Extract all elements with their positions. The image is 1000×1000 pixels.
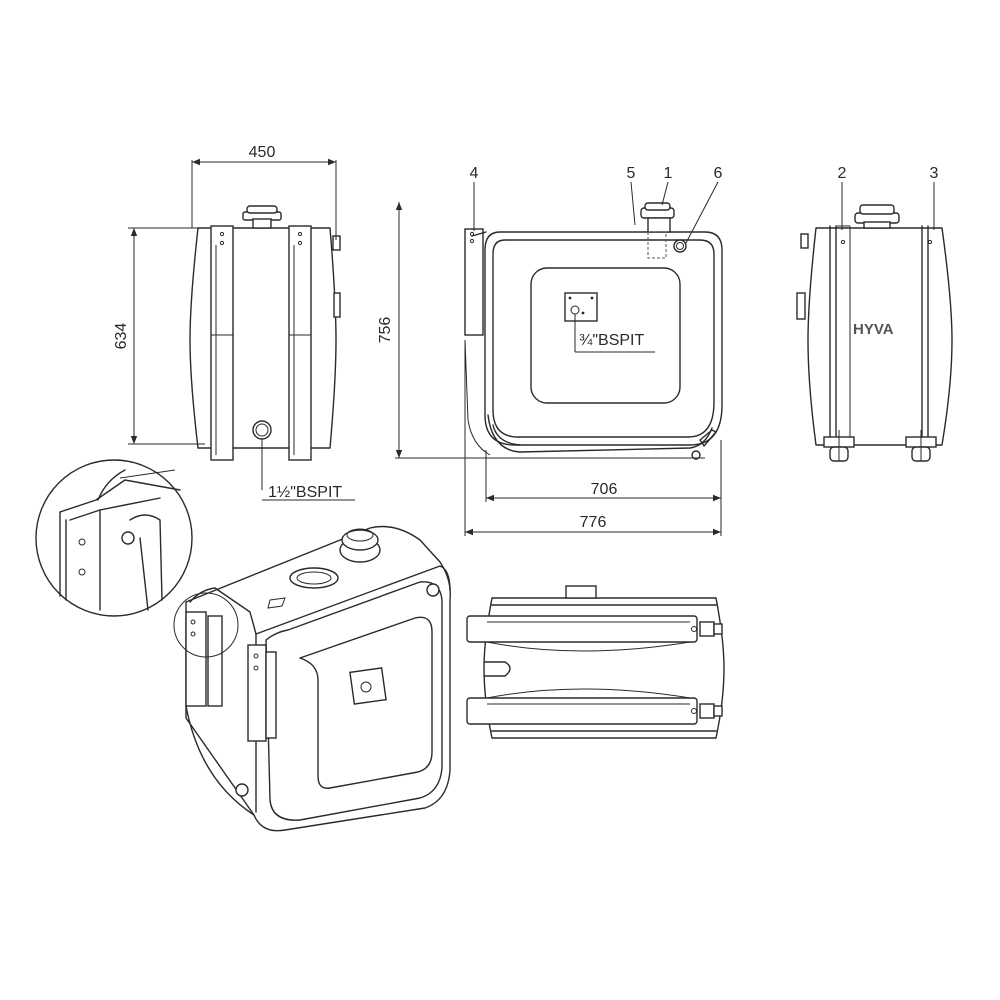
return-port-label: ¾"BSPIT xyxy=(579,332,644,349)
callouts-front: 4 5 1 6 xyxy=(470,165,723,244)
dim-450-label: 450 xyxy=(249,144,276,161)
isometric-view xyxy=(173,525,451,832)
callout-3: 3 xyxy=(930,165,939,182)
callout-5: 5 xyxy=(627,165,636,182)
dim-776-label: 776 xyxy=(580,514,607,531)
dim-756-label: 756 xyxy=(377,317,394,344)
bottom-view xyxy=(466,585,725,739)
dimension-634: 634 xyxy=(113,227,205,445)
detail-circle xyxy=(35,459,193,617)
dimension-756: 756 xyxy=(377,202,705,459)
dim-634-label: 634 xyxy=(113,323,130,350)
drain-port-label: 1½"BSPIT xyxy=(268,484,342,501)
dimension-450: 450 xyxy=(191,144,337,240)
dimension-776: 776 xyxy=(464,340,722,536)
front-view xyxy=(464,202,723,460)
dim-706-label: 706 xyxy=(591,481,618,498)
callout-2: 2 xyxy=(838,165,847,182)
side-view xyxy=(189,205,355,501)
callout-4: 4 xyxy=(470,165,479,182)
side-view-right: HYVA xyxy=(796,204,953,462)
brand-logo: HYVA xyxy=(853,321,894,338)
callout-6: 6 xyxy=(714,165,723,182)
callouts-right: 2 3 xyxy=(838,165,939,230)
callout-1: 1 xyxy=(664,165,673,182)
dimension-706: 706 xyxy=(485,440,722,502)
